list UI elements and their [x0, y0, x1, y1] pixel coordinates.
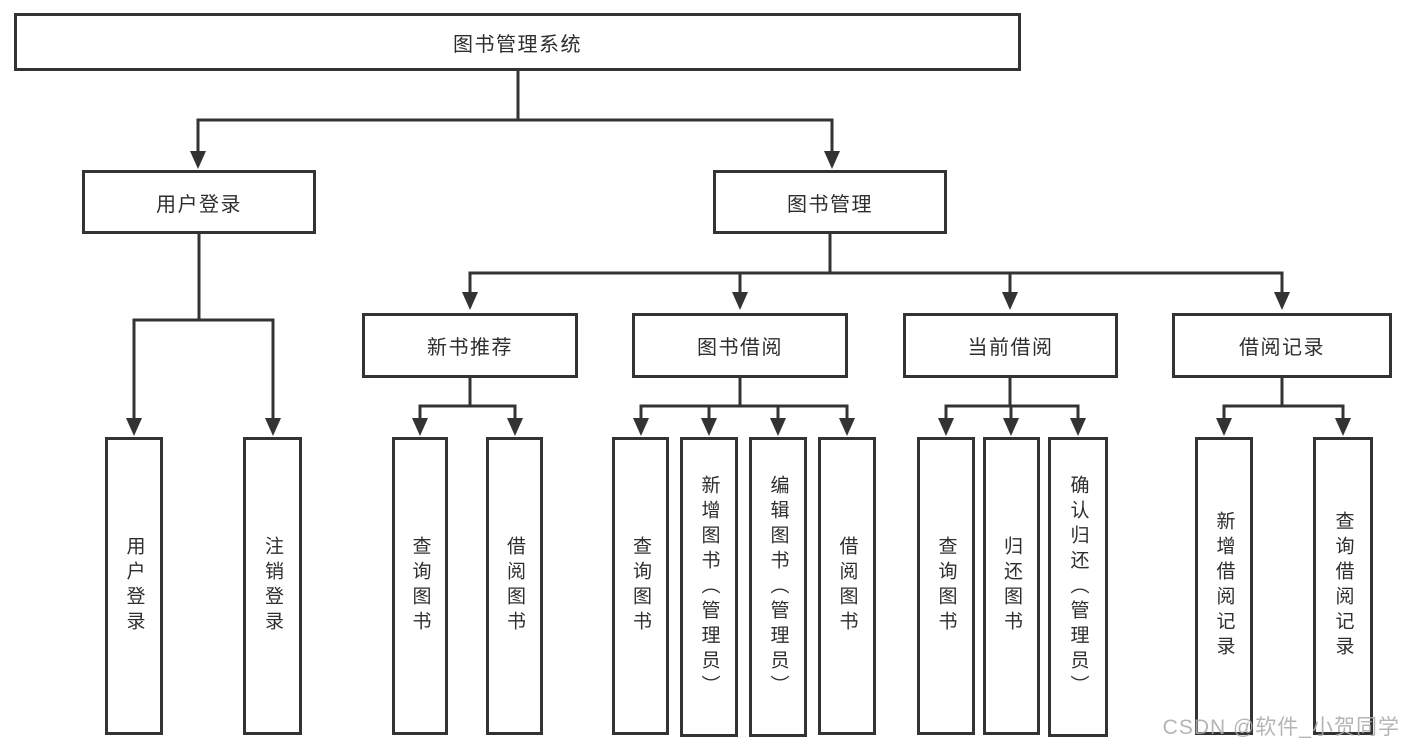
leaf-borrow-books: 借阅图书 [818, 437, 876, 735]
leaf-borrow-books-recommend: 借阅图书 [486, 437, 543, 735]
leaf-user-login: 用户登录 [105, 437, 163, 735]
node-current-borrow: 当前借阅 [903, 313, 1118, 378]
leaf-return-book: 归还图书 [983, 437, 1040, 735]
leaf-query-books-recommend: 查询图书 [392, 437, 448, 735]
leaf-query-books-current: 查询图书 [917, 437, 975, 735]
node-user-login: 用户登录 [82, 170, 316, 234]
leaf-confirm-return-admin: 确认归还（管理员） [1048, 437, 1108, 737]
node-new-book-recommend: 新书推荐 [362, 313, 578, 378]
node-book-borrow: 图书借阅 [632, 313, 848, 378]
leaf-edit-book-admin: 编辑图书（管理员） [749, 437, 807, 737]
leaf-add-book-admin: 新增图书（管理员） [680, 437, 738, 737]
leaf-query-borrow-record: 查询借阅记录 [1313, 437, 1373, 735]
leaf-query-books-borrow: 查询图书 [612, 437, 669, 735]
node-library-system: 图书管理系统 [14, 13, 1021, 71]
leaf-add-borrow-record: 新增借阅记录 [1195, 437, 1253, 735]
node-borrow-records: 借阅记录 [1172, 313, 1392, 378]
csdn-watermark: CSDN @软件_小贺同学 [1162, 716, 1400, 739]
leaf-logout: 注销登录 [243, 437, 302, 735]
node-book-management: 图书管理 [713, 170, 947, 234]
